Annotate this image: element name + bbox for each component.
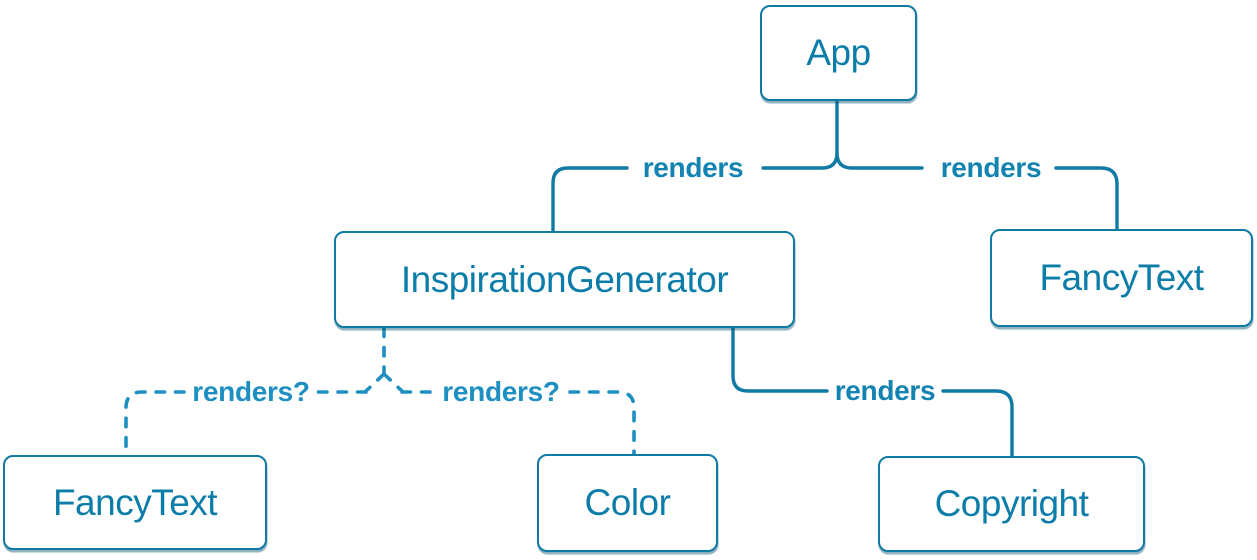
node-inspiration-generator: InspirationGenerator [334, 231, 795, 328]
edge-inspirationgenerator-to-fancytext-dashed [124, 326, 386, 457]
node-color: Color [537, 454, 718, 552]
edge-label-renders-conditional-fancytext: renders? [192, 376, 310, 407]
edge-app-to-fancytext [835, 151, 1119, 231]
edge-label-renders-app-inspirationgenerator: renders [642, 152, 744, 183]
node-fancy-text-right-label: FancyText [1039, 257, 1204, 298]
edge-inspirationgenerator-to-copyright [731, 326, 1014, 458]
node-color-label: Color [584, 482, 671, 523]
edge-label-renders-app-fancytext: renders [940, 152, 1042, 183]
edge-label-renders-inspirationgenerator-copyright: renders [834, 375, 936, 406]
node-app-label: App [806, 32, 871, 73]
node-fancy-text-left: FancyText [3, 455, 267, 550]
node-inspiration-generator-label: InspirationGenerator [400, 258, 729, 300]
node-app: App [760, 5, 917, 101]
edge-label-renders-conditional-color: renders? [442, 376, 560, 407]
node-copyright: Copyright [878, 456, 1145, 552]
node-fancy-text-right: FancyText [990, 229, 1253, 327]
node-copyright-label: Copyright [934, 483, 1089, 524]
node-fancy-text-left-label: FancyText [52, 481, 218, 523]
edge-inspirationgenerator-to-color-dashed [382, 372, 636, 456]
